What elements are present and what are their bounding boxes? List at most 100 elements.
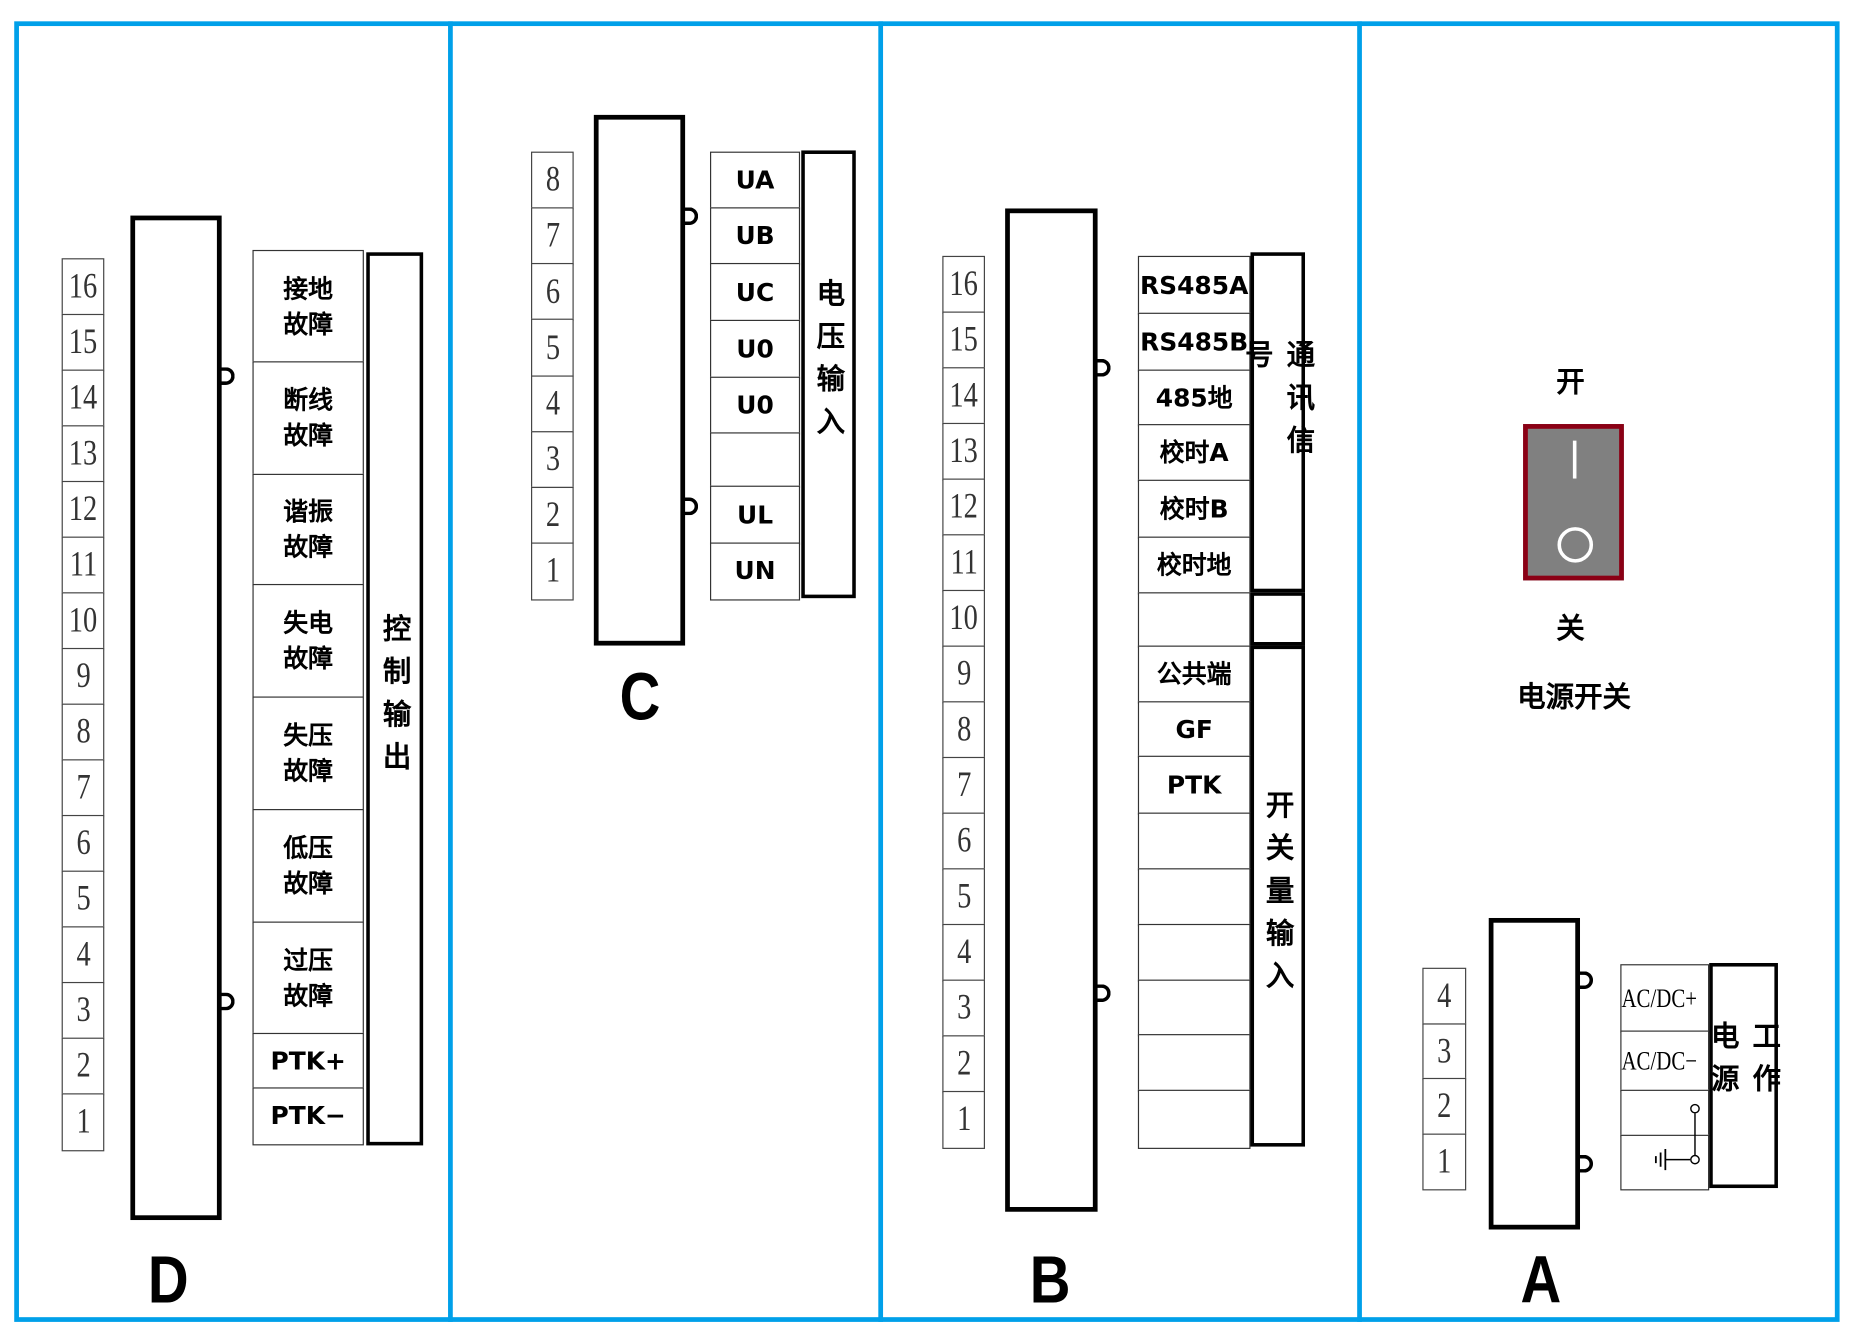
terminal-number-text: 5 (75, 879, 91, 919)
terminal-label-text: 485地 (1155, 383, 1233, 412)
terminal-label-text: PTK+ (270, 1046, 346, 1076)
connector-latch-icon (1095, 358, 1111, 377)
terminal-group: 开关量输入 (1250, 645, 1306, 1147)
terminal-number-text: 13 (68, 433, 98, 473)
terminal-label: UA (709, 151, 801, 210)
terminal-label-text: 校时地 (1156, 551, 1232, 580)
terminal-number-text: 8 (545, 160, 560, 200)
terminal-label-text: 过压 故障 (283, 946, 334, 1011)
terminal-number: 9 (61, 647, 105, 706)
connector-latch-icon (1577, 1154, 1594, 1173)
terminal-number: 1 (942, 1090, 985, 1149)
terminal-group: 控制输出 (366, 252, 424, 1146)
terminal-number: 14 (942, 367, 985, 425)
terminal-number-text: 8 (75, 712, 91, 752)
terminal-number: 16 (61, 258, 105, 316)
terminal-label: AC/DC− (1620, 1030, 1710, 1092)
group-label: 控制输出 (377, 613, 411, 785)
terminal-number: 6 (61, 814, 105, 873)
terminal-number: 14 (61, 369, 105, 428)
terminal-number: 2 (1422, 1077, 1467, 1135)
terminal-number-text: 6 (956, 821, 971, 861)
switch-on-label: 开 (1556, 365, 1585, 399)
connector-letter: C (619, 659, 661, 734)
terminal-number-text: 6 (545, 271, 560, 312)
terminal-number-text: 7 (545, 216, 560, 256)
power-switch-title: 电源开关 (1517, 680, 1631, 714)
terminal-number-text: 3 (75, 990, 91, 1030)
terminal-label-text: PTK− (270, 1101, 346, 1131)
terminal-label-text: 校时B (1159, 494, 1229, 524)
connector-body (1488, 917, 1581, 1230)
terminal-label: 过压 故障 (252, 921, 364, 1035)
connector-latch-icon (1577, 971, 1594, 990)
terminal-label (1137, 1034, 1251, 1092)
terminal-label (1137, 812, 1251, 871)
terminal-number: 8 (61, 703, 105, 762)
terminal-number-text: 5 (956, 876, 971, 916)
terminal-number: 4 (942, 923, 985, 982)
terminal-number-text: 13 (949, 431, 978, 471)
terminal-number: 2 (531, 486, 574, 545)
terminal-number-text: 12 (68, 489, 98, 529)
connector-body (130, 215, 222, 1221)
terminal-label-text: PTK (1166, 770, 1222, 800)
terminal-group: 电压输入 (801, 150, 856, 599)
terminal-label-text: GF (1175, 715, 1213, 744)
terminal-number-text: 4 (956, 932, 971, 972)
terminal-label: 低压 故障 (252, 809, 364, 924)
terminal-number-text: 14 (949, 375, 978, 415)
terminal-label-text: UB (735, 221, 775, 251)
terminal-label-text: UA (735, 166, 775, 195)
connector-body (1005, 208, 1098, 1212)
terminal-label: 失压 故障 (252, 696, 364, 811)
terminal-label: RS485B (1137, 312, 1251, 372)
terminal-number-text: 7 (956, 765, 971, 805)
group-label: 电压输入 (811, 278, 845, 449)
terminal-number-text: 2 (75, 1046, 91, 1086)
terminal-number: 15 (942, 311, 985, 369)
terminal-number-text: 5 (545, 327, 560, 367)
terminal-label (1137, 868, 1251, 926)
terminal-number: 2 (942, 1035, 985, 1093)
terminal-label (1137, 979, 1251, 1036)
panel-divider (878, 21, 884, 1322)
terminal-label-text: RS485B (1140, 327, 1249, 357)
connector-letter: A (1520, 1241, 1562, 1317)
terminal-number: 7 (531, 207, 574, 266)
panel-divider (448, 21, 453, 1322)
connector-latch-icon (1095, 984, 1111, 1003)
terminal-label: 公共端 (1137, 645, 1251, 704)
terminal-label: RS485A (1137, 255, 1251, 315)
terminal-number-text: 9 (956, 654, 971, 694)
terminal-number: 12 (942, 478, 985, 536)
switch-on-symbol-icon (1572, 440, 1577, 479)
terminal-label-text: AC/DC− (1621, 1045, 1698, 1076)
panel-frame (14, 21, 1840, 1322)
ground-icon (1654, 1103, 1700, 1171)
power-switch[interactable] (1523, 424, 1624, 581)
terminal-number-text: 1 (956, 1099, 971, 1139)
terminal-label-text: 接地 故障 (283, 274, 334, 339)
terminal-number: 7 (61, 759, 105, 817)
terminal-label-text: RS485A (1140, 270, 1249, 300)
terminal-number: 10 (61, 592, 105, 650)
terminal-number: 4 (1422, 967, 1467, 1025)
terminal-number-text: 2 (956, 1043, 971, 1083)
terminal-group: 工作电源 (1706, 962, 1780, 1189)
terminal-number: 6 (531, 263, 574, 321)
terminal-number: 9 (942, 645, 985, 704)
terminal-number-text: 10 (949, 598, 978, 638)
terminal-number: 11 (61, 536, 105, 595)
terminal-label-text: UL (736, 500, 774, 530)
terminal-number: 13 (61, 425, 105, 483)
terminal-label-text: UC (735, 278, 775, 307)
terminal-label: PTK (1137, 755, 1251, 815)
connector-latch-icon (219, 367, 235, 385)
terminal-number-text: 15 (949, 320, 978, 360)
terminal-number-text: 11 (949, 542, 978, 582)
terminal-number: 8 (531, 151, 574, 210)
